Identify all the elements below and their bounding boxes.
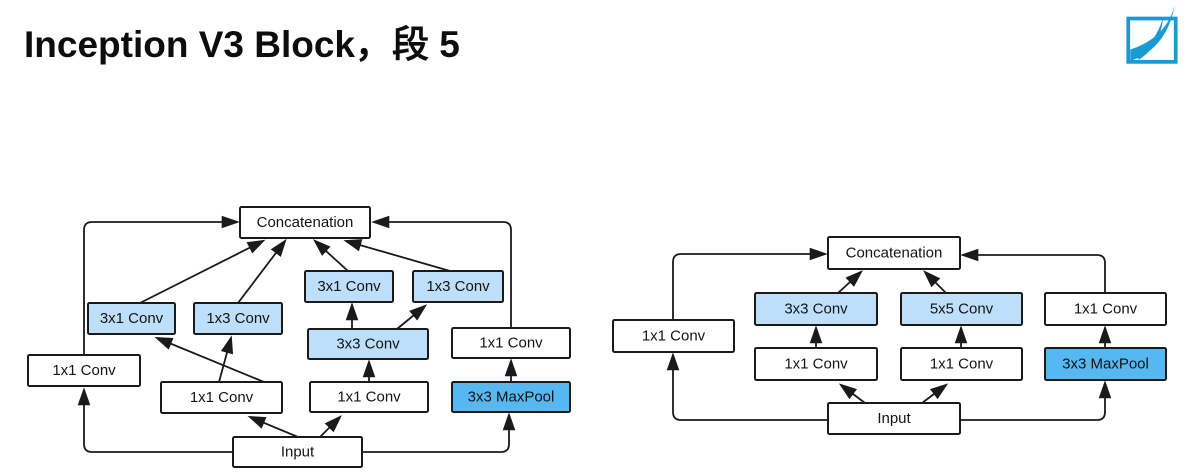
- node-box: [900, 347, 1023, 381]
- edge-input-to-conv2: [838, 383, 866, 404]
- edge-branch4-to-concat: [371, 215, 512, 328]
- node-box: [827, 236, 961, 270]
- node-label: 1x1 Conv: [337, 389, 401, 406]
- edge-input-to-maxpool: [362, 412, 516, 453]
- edge-3x1b-to-concat: [313, 239, 349, 272]
- node-label: Input: [877, 410, 911, 427]
- edge-1x3b-to-concat: [343, 239, 451, 272]
- node-box: [612, 319, 735, 353]
- node-box: [754, 347, 878, 381]
- node-box: [232, 436, 363, 468]
- edge-conv4-to-concat: [960, 248, 1106, 293]
- node-3x3-maxpool-left: 3x3 MaxPool: [451, 381, 571, 413]
- edge-input-to-conv1: [666, 352, 828, 421]
- logo-square: [1126, 16, 1178, 64]
- node-1x1-conv-branchD: 1x1 Conv: [1044, 292, 1167, 326]
- node-box: [307, 328, 429, 360]
- node-box: [1044, 347, 1167, 381]
- right-diagram: Concatenation 1x1 Conv 3x3 Conv 1x1 Conv…: [612, 236, 1167, 435]
- node-box: [309, 381, 429, 413]
- node-label: 1x1 Conv: [1074, 301, 1138, 318]
- node-label: Concatenation: [846, 245, 943, 262]
- node-box: [239, 206, 371, 239]
- edge-input-to-maxpool: [960, 380, 1112, 421]
- logo-swoosh-large: [1130, 5, 1175, 61]
- edge-conv1-to-concat: [672, 247, 828, 320]
- node-1x1-conv-branch1: 1x1 Conv: [27, 354, 141, 387]
- edge-input-to-conv3: [921, 383, 949, 404]
- edge-3x3-to-concat: [837, 270, 863, 294]
- node-1x1-conv-branch4: 1x1 Conv: [451, 327, 571, 359]
- page-title: Inception V3 Block，段 5: [24, 24, 460, 65]
- logo-swoosh-small: [1135, 16, 1164, 60]
- node-concatenation-right: Concatenation: [827, 236, 961, 270]
- node-label: Input: [281, 444, 315, 461]
- node-label: 1x3 Conv: [206, 310, 270, 327]
- right-edges: [666, 247, 1112, 421]
- node-1x1-conv-branch2: 1x1 Conv: [160, 381, 283, 414]
- node-label: 3x3 MaxPool: [1062, 356, 1149, 373]
- node-box: [827, 402, 961, 435]
- node-3x1-conv-2: 3x1 Conv: [304, 270, 394, 303]
- node-concatenation-left: Concatenation: [239, 206, 371, 239]
- edge-input-to-conv3: [319, 415, 342, 438]
- node-box: [27, 354, 141, 387]
- node-label: 1x1 Conv: [930, 356, 994, 373]
- node-1x3-conv-2: 1x3 Conv: [412, 270, 504, 303]
- node-label: 1x3 Conv: [426, 278, 490, 295]
- node-5x5-conv: 5x5 Conv: [900, 292, 1023, 326]
- node-box: [900, 292, 1023, 326]
- node-label: 3x1 Conv: [100, 310, 164, 327]
- node-3x1-conv-1: 3x1 Conv: [87, 302, 176, 335]
- node-label: 3x3 Conv: [336, 336, 400, 353]
- node-input-right: Input: [827, 402, 961, 435]
- node-1x1-conv-branch3: 1x1 Conv: [309, 381, 429, 413]
- node-label: Concatenation: [257, 214, 354, 231]
- node-label: 3x3 Conv: [784, 301, 848, 318]
- node-input-left: Input: [232, 436, 363, 468]
- edge-conv2-to-1x3a: [218, 335, 234, 383]
- node-1x1-conv-branchC: 1x1 Conv: [900, 347, 1023, 381]
- edge-1x3a-to-concat: [237, 238, 287, 304]
- node-box: [160, 381, 283, 414]
- node-box: [193, 302, 283, 335]
- edge-input-to-conv2: [247, 415, 299, 438]
- node-box: [304, 270, 394, 303]
- node-box: [451, 327, 571, 359]
- d2l-logo: [1126, 5, 1178, 64]
- edge-3x1a-to-concat: [139, 239, 266, 304]
- node-label: 1x1 Conv: [642, 328, 706, 345]
- edge-3x3-to-1x3b: [396, 304, 428, 330]
- node-box: [412, 270, 504, 303]
- node-label: 3x3 MaxPool: [468, 389, 555, 406]
- node-box: [1044, 292, 1167, 326]
- node-3x3-maxpool-right: 3x3 MaxPool: [1044, 347, 1167, 381]
- edge-conv2-to-3x1a: [154, 336, 265, 383]
- node-3x3-conv-right: 3x3 Conv: [754, 292, 878, 326]
- node-label: 3x1 Conv: [317, 278, 381, 295]
- edge-5x5-to-concat: [923, 270, 947, 294]
- left-diagram: Concatenation 3x1 Conv 1x3 Conv 3x1 Conv…: [27, 206, 571, 468]
- edge-branch1-to-concat: [83, 215, 240, 355]
- node-3x3-conv-left: 3x3 Conv: [307, 328, 429, 360]
- node-box: [754, 292, 878, 326]
- node-1x1-conv-branchA: 1x1 Conv: [612, 319, 735, 353]
- node-label: 1x1 Conv: [190, 389, 254, 406]
- node-1x3-conv-1: 1x3 Conv: [193, 302, 283, 335]
- node-box: [87, 302, 176, 335]
- node-label: 1x1 Conv: [479, 335, 543, 352]
- edge-input-to-conv1: [77, 387, 233, 453]
- node-label: 1x1 Conv: [52, 362, 116, 379]
- node-label: 5x5 Conv: [930, 301, 994, 318]
- node-box: [451, 381, 571, 413]
- node-1x1-conv-branchB: 1x1 Conv: [754, 347, 878, 381]
- node-label: 1x1 Conv: [784, 356, 848, 373]
- left-edges: [77, 215, 518, 453]
